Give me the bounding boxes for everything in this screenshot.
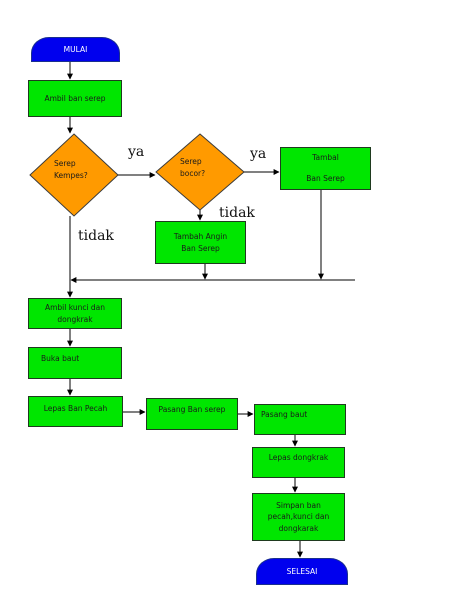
tambal-label-line1: Tambal bbox=[312, 153, 339, 162]
process-tambal-ban-serep: Tambal Ban Serep bbox=[280, 147, 371, 190]
process-simpan: Simpan ban pecah,kunci dan dongkarak bbox=[252, 493, 345, 541]
decision-serep-kempes-shape bbox=[29, 133, 119, 217]
edge-label-tidak-kempes: tidak bbox=[78, 228, 114, 244]
process-pasang-ban-serep: Pasang Ban serep bbox=[146, 398, 238, 430]
edge-label-ya-bocor: ya bbox=[250, 146, 267, 162]
connectors bbox=[67, 62, 355, 558]
process-ambil-ban-serep: Ambil ban serep bbox=[28, 80, 122, 117]
process-buka-baut: Buka baut bbox=[28, 347, 122, 379]
terminal-mulai: MULAI bbox=[31, 37, 120, 62]
edge-label-ya-kempes: ya bbox=[128, 144, 145, 160]
terminal-selesai: SELESAI bbox=[256, 558, 348, 585]
process-ambil-kunci: Ambil kunci dan dongkrak bbox=[28, 298, 122, 329]
process-lepas-dongkrak: Lepas dongkrak bbox=[252, 447, 345, 478]
decision-serep-kempes-label: Serep Kempes? bbox=[54, 159, 88, 180]
process-tambah-angin: Tambah Angin Ban Serep bbox=[155, 221, 246, 264]
edge-label-tidak-bocor: tidak bbox=[219, 205, 255, 221]
process-pasang-baut: Pasang baut bbox=[254, 404, 346, 435]
process-lepas-ban-pecah: Lepas Ban Pecah bbox=[28, 396, 123, 427]
tambal-label-line2: Ban Serep bbox=[306, 173, 345, 183]
decision-serep-bocor-label: Serep bocor? bbox=[180, 157, 206, 178]
